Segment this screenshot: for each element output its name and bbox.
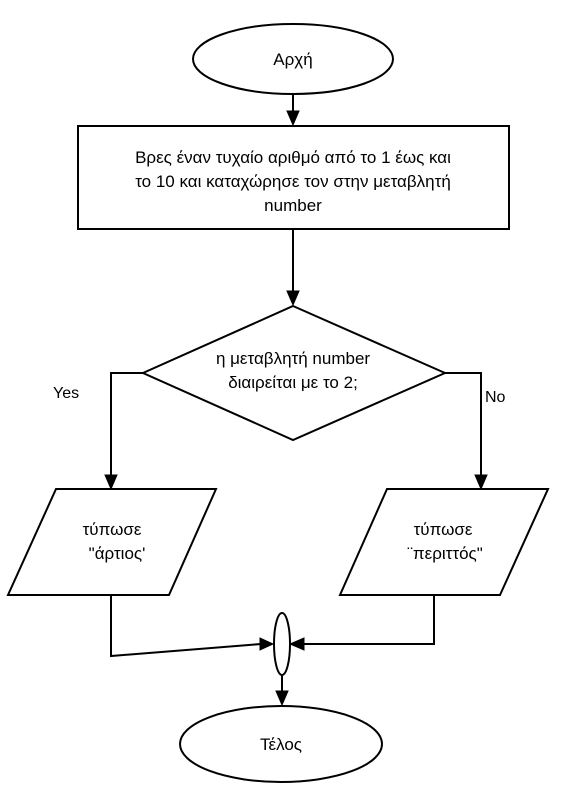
output-odd-line-2: ¨περιττός" xyxy=(407,544,483,563)
end-label: Τέλος xyxy=(260,735,302,754)
merge-connector xyxy=(273,612,291,676)
process-line-2: το 10 και καταχώρησε τον στην μεταβλητή xyxy=(135,172,451,191)
edge-no xyxy=(445,372,482,476)
end-terminal xyxy=(179,705,383,783)
output-odd-line-1: τύπωσε xyxy=(414,520,473,539)
edge-yes xyxy=(110,372,143,476)
output-even-parallelogram xyxy=(6,488,218,596)
edge-odd-to-merge xyxy=(303,595,435,645)
start-label: Αρχή xyxy=(273,50,312,69)
arrowhead-no xyxy=(474,474,488,491)
decision-line-1: η μεταβλητή number xyxy=(216,349,370,368)
arrowhead-even-to-merge xyxy=(259,637,275,651)
process-box xyxy=(77,125,510,230)
arrowhead-yes xyxy=(104,474,118,491)
arrowhead-process-to-decision xyxy=(286,290,300,307)
arrowhead-odd-to-merge xyxy=(288,637,305,651)
output-odd-parallelogram xyxy=(338,488,550,596)
output-even-line-1: τύπωσε xyxy=(83,520,142,539)
process-line-3: number xyxy=(264,196,322,215)
no-label: No xyxy=(485,389,506,406)
edge-even-to-merge xyxy=(110,595,262,658)
arrowhead-merge-to-end xyxy=(275,690,289,707)
decision-line-2: διαιρείται με το 2; xyxy=(228,373,358,392)
output-even-line-2: "άρτιος' xyxy=(89,544,146,563)
decision-diamond xyxy=(140,304,448,442)
yes-label: Yes xyxy=(53,385,79,402)
process-line-1: Βρες έναν τυχαίο αριθμό από το 1 έως και xyxy=(135,148,451,167)
arrowhead-start-to-process xyxy=(286,110,300,127)
